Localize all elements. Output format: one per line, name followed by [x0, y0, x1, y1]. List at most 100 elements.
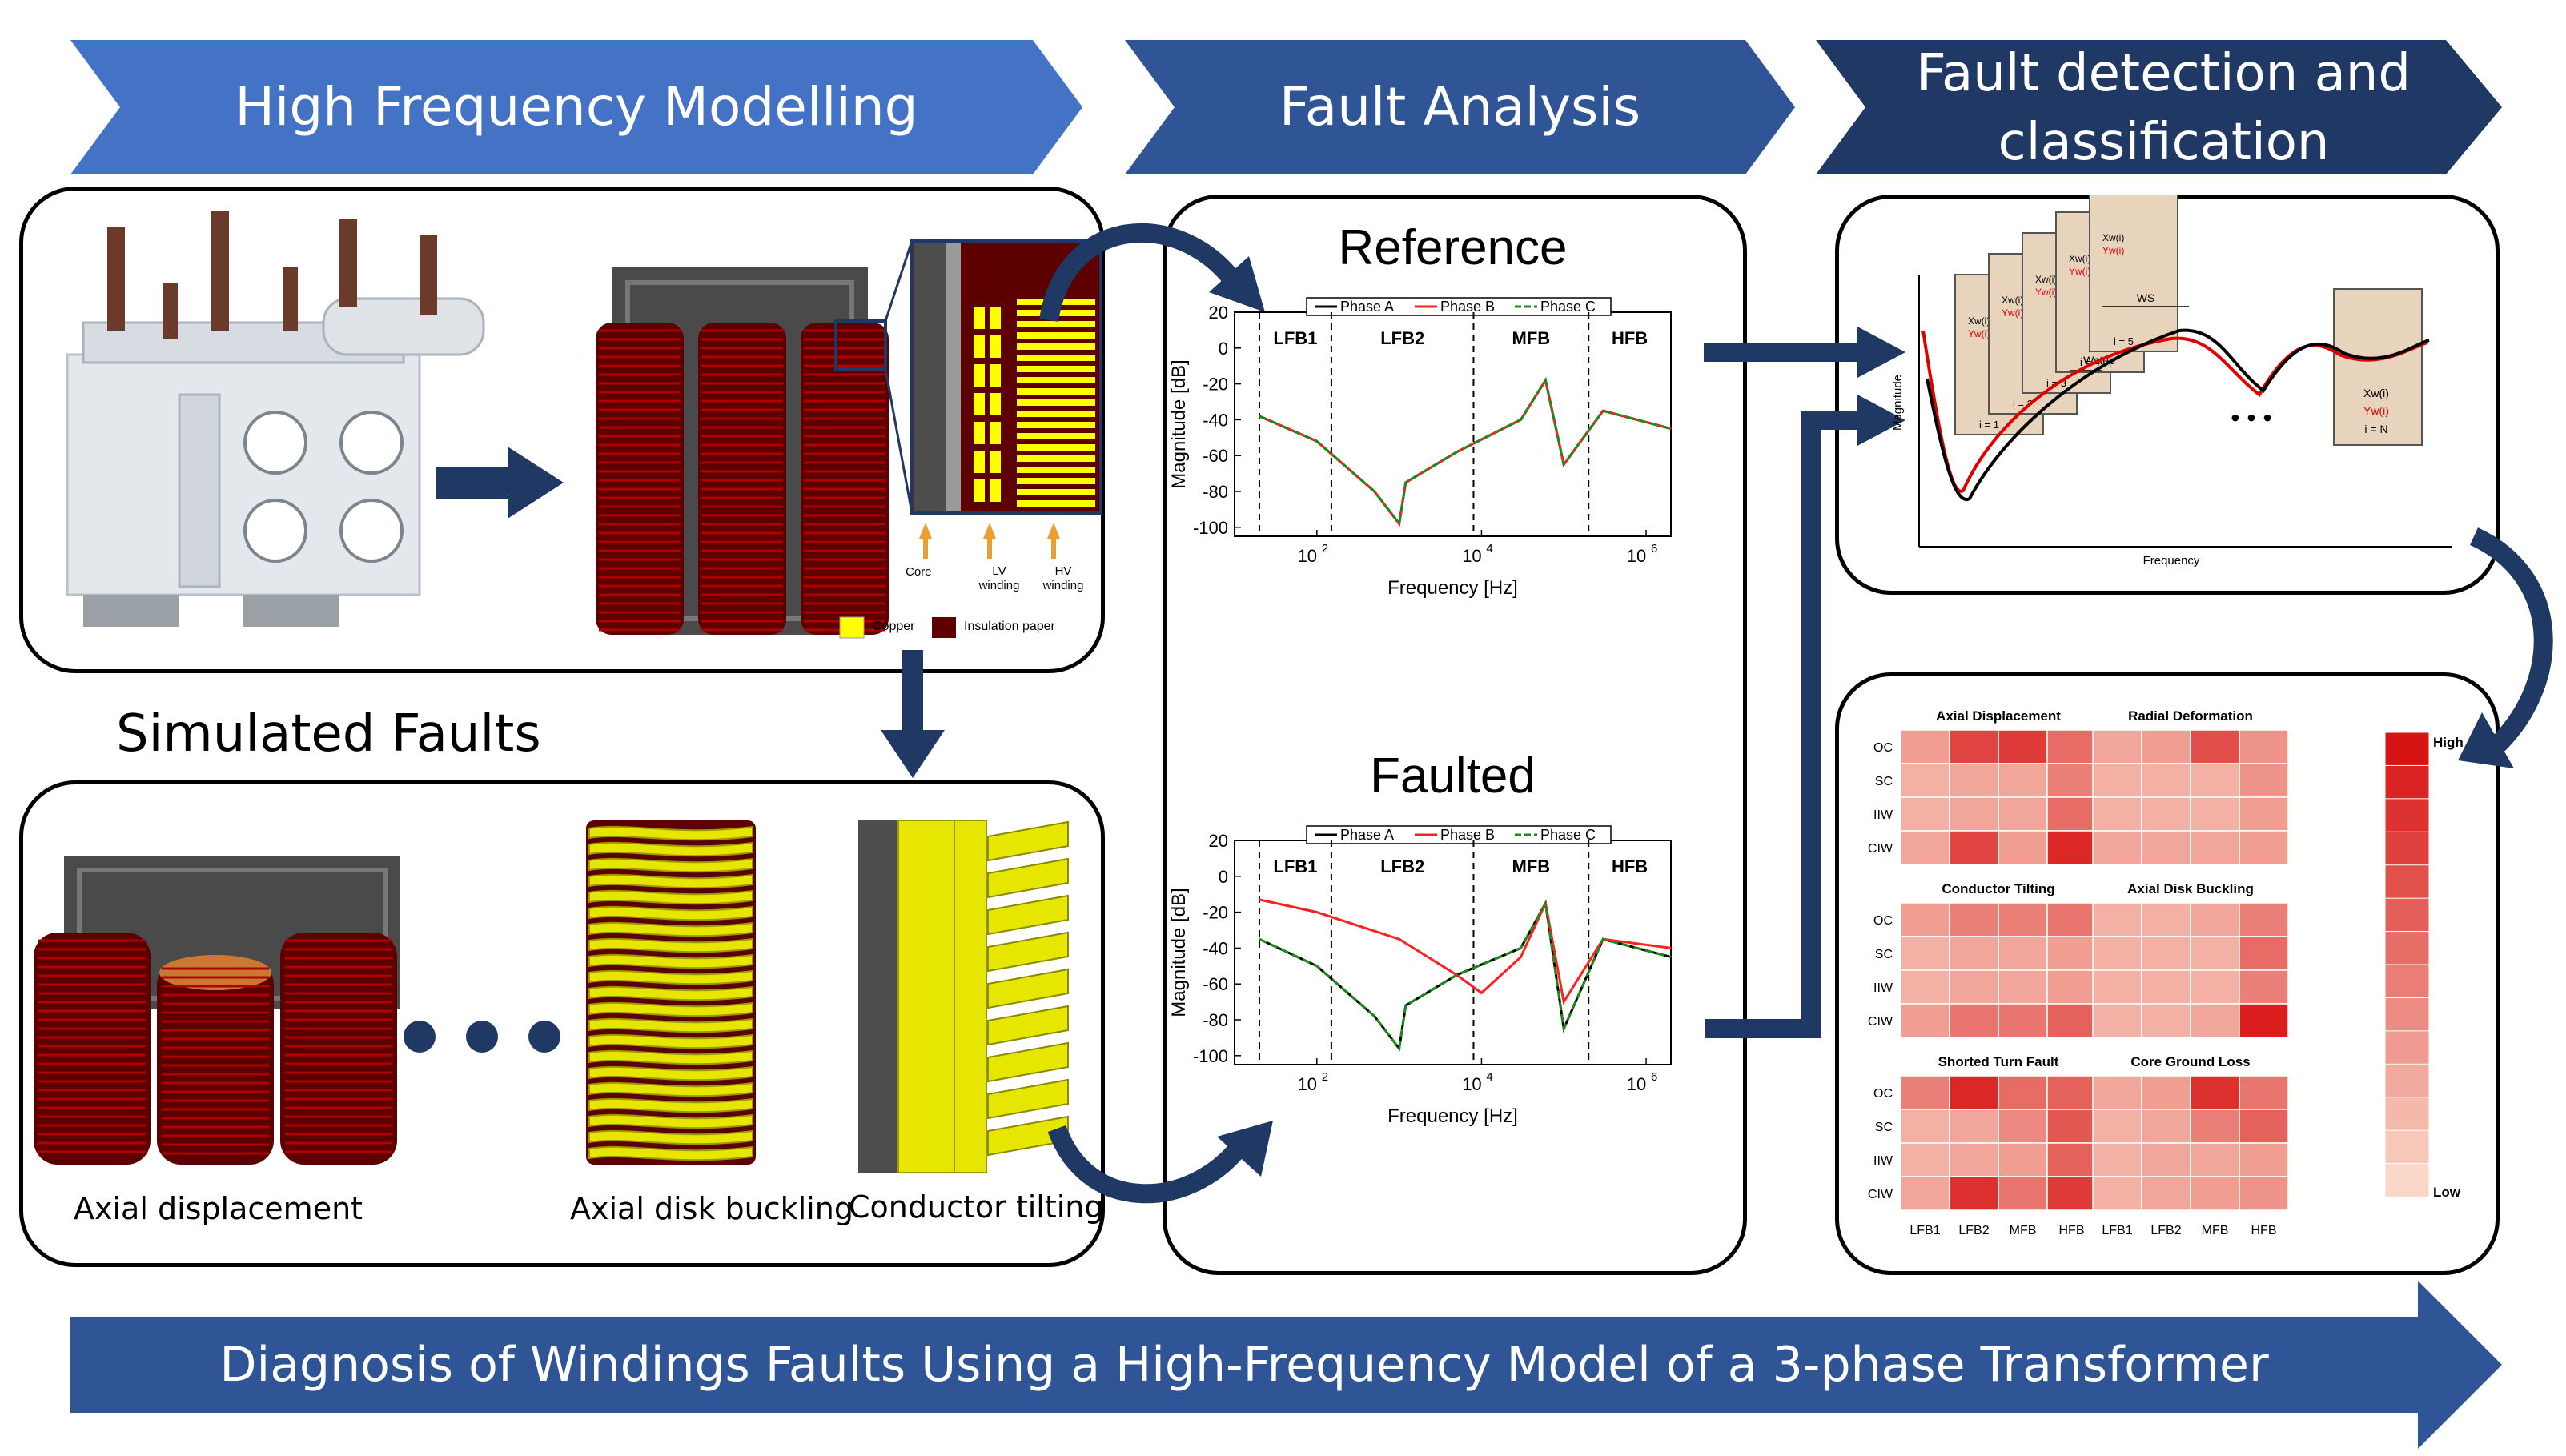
- scale-step: [2384, 1129, 2430, 1165]
- legend-entry: Phase C: [1540, 299, 1596, 315]
- heatmap-cell: [2239, 830, 2289, 865]
- scale-step: [2384, 964, 2430, 999]
- disk: [588, 1129, 753, 1145]
- hv-conductor: [1017, 388, 1095, 395]
- legend-box: [1306, 297, 1612, 316]
- heatmap-cell: [1949, 1075, 1999, 1110]
- label-conductor-tilting: Conductor tilting: [849, 1189, 1104, 1225]
- y-tick-label: 20: [1209, 831, 1228, 851]
- hv-conductor: [1017, 500, 1095, 507]
- disk: [588, 1081, 753, 1097]
- lv-conductor: [974, 307, 985, 329]
- heatmap-cell: [2046, 902, 2097, 937]
- window-index: i = 4: [2080, 356, 2100, 368]
- heatmap-cell: [1900, 1142, 1950, 1177]
- y-tick-label: -40: [1203, 938, 1228, 958]
- heatmap-cell: [2190, 1142, 2240, 1177]
- heatmap-cell: [2239, 763, 2289, 798]
- y-tick-label: -60: [1203, 446, 1228, 466]
- chevron-detection: [1816, 40, 2502, 174]
- heatmap-cell: [2141, 729, 2191, 764]
- axial-displacement-model: [34, 856, 400, 1165]
- heatmap-title: Core Ground Loss: [2130, 1054, 2250, 1069]
- col-label: LFB1: [2102, 1224, 2132, 1237]
- lv-conductor: [974, 393, 985, 415]
- heatmap-cell: [2092, 763, 2142, 798]
- y-tick-label: -80: [1203, 482, 1228, 502]
- heatmap-cell: [1900, 830, 1950, 865]
- detection-graphics: Magnitude Frequency i = 1Xw(i)Yw(i)i = 2…: [1891, 195, 2452, 568]
- y-tick-label: -100: [1193, 518, 1228, 538]
- series-line-phase-c: [1259, 899, 1672, 1052]
- last-index: i = N: [2364, 423, 2387, 435]
- sliding-window: i = 5Xw(i)Yw(i): [2089, 195, 2178, 352]
- heatmap-cell: [2141, 969, 2191, 1005]
- row-label: SC: [1875, 948, 1893, 961]
- disk: [588, 985, 753, 1001]
- lv-conductor: [990, 422, 1001, 444]
- hv-conductor: [1017, 399, 1095, 406]
- lv-conductor: [990, 364, 1001, 387]
- window-yw: Yw(i): [2102, 245, 2124, 256]
- heatmap-cell: [2046, 1109, 2097, 1144]
- heatmap-cell: [2141, 1109, 2191, 1144]
- disk: [588, 1033, 753, 1049]
- x-tick-exponent: 6: [1651, 1070, 1657, 1084]
- heatmap-cell: [2046, 1142, 2097, 1177]
- legend-entry: Phase C: [1540, 827, 1596, 843]
- simulated-graphics: [34, 820, 1069, 1173]
- row-label: CIW: [1868, 1015, 1893, 1029]
- ellipsis-dots: [404, 1021, 560, 1053]
- det-ylabel: Magnitude: [1891, 375, 1905, 431]
- label-axial-displacement: Axial displacement: [74, 1191, 363, 1226]
- scale-step: [2384, 764, 2430, 800]
- heatmap-cell: [2046, 796, 2097, 832]
- tilted-conductor: [987, 968, 1069, 1009]
- curve-arrow-top-head: [1209, 256, 1265, 312]
- heatmap-cell: [1900, 902, 1950, 937]
- heatmap-cell: [1949, 1003, 1999, 1038]
- ws-label: WS: [2137, 291, 2155, 304]
- legend-entry: Phase A: [1340, 299, 1394, 315]
- footer-title: Diagnosis of Windings Faults Using a Hig…: [219, 1337, 2269, 1393]
- heatmap-cell: [2239, 796, 2289, 832]
- curve-arrow-bottom-head: [1217, 1121, 1273, 1177]
- y-axis-label: Magnitude [dB]: [1168, 888, 1190, 1017]
- heatmap-cell: [1949, 902, 1999, 937]
- legend-copper-swatch: [839, 616, 865, 639]
- disk: [588, 937, 753, 953]
- heatmap-cell: [2141, 1142, 2191, 1177]
- row-label: OC: [1873, 914, 1893, 928]
- heatmap-cell: [1900, 729, 1950, 764]
- y-tick-label: 20: [1209, 303, 1228, 323]
- col-label: LFB1: [1909, 1224, 1940, 1237]
- heatmap-title: Shorted Turn Fault: [1938, 1054, 2059, 1069]
- heatmap-cell: [2046, 729, 2097, 764]
- x-tick-label: 10: [1462, 1074, 1481, 1094]
- heatmap-cell: [1949, 796, 1999, 832]
- row-label: SC: [1875, 1121, 1893, 1134]
- disk: [588, 825, 753, 841]
- heatmap-cell: [2092, 1176, 2142, 1211]
- scale-low: Low: [2433, 1185, 2461, 1200]
- window-xw: Xw(i): [2035, 274, 2057, 285]
- window-xw: Xw(i): [2102, 232, 2124, 243]
- heatmap-cell: [2092, 830, 2142, 865]
- disk: [588, 1001, 753, 1017]
- hv-conductor: [1017, 478, 1095, 484]
- window-rect: [2089, 195, 2178, 352]
- heatmap-cell: [2239, 1176, 2289, 1211]
- lv-conductor: [974, 335, 985, 358]
- heatmap-cell: [1998, 1142, 2048, 1177]
- col-label: HFB: [2059, 1224, 2085, 1237]
- heatmap-cell: [2141, 1176, 2191, 1211]
- y-tick-label: 0: [1219, 867, 1228, 887]
- x-tick-label: 10: [1627, 546, 1646, 566]
- heatmap-cell: [2092, 729, 2142, 764]
